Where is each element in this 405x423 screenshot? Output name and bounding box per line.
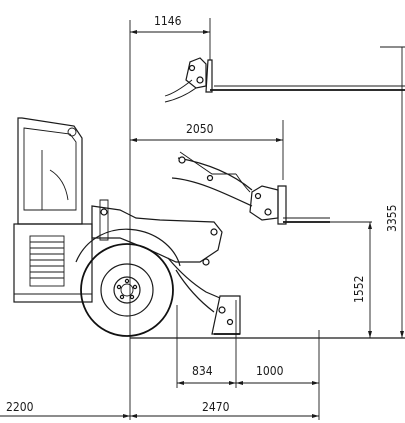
dimension-lines	[0, 30, 404, 418]
bucket-top-position	[164, 57, 405, 103]
label-1146: 1146	[154, 14, 182, 28]
front-wheel	[80, 243, 174, 337]
label-1000: 1000	[256, 364, 284, 378]
label-2470: 2470	[202, 400, 230, 414]
label-834: 834	[192, 364, 213, 378]
dimension-labels: 1146 2050 834 1000 2200 2470 1552 3355	[6, 14, 399, 414]
label-3355: 3355	[385, 205, 399, 232]
label-1552: 1552	[352, 276, 366, 303]
radiator-grille	[30, 241, 64, 279]
loader-body	[13, 117, 241, 337]
bucket-mid-position	[171, 151, 330, 225]
label-2200: 2200	[6, 400, 34, 414]
label-2050: 2050	[186, 122, 214, 136]
